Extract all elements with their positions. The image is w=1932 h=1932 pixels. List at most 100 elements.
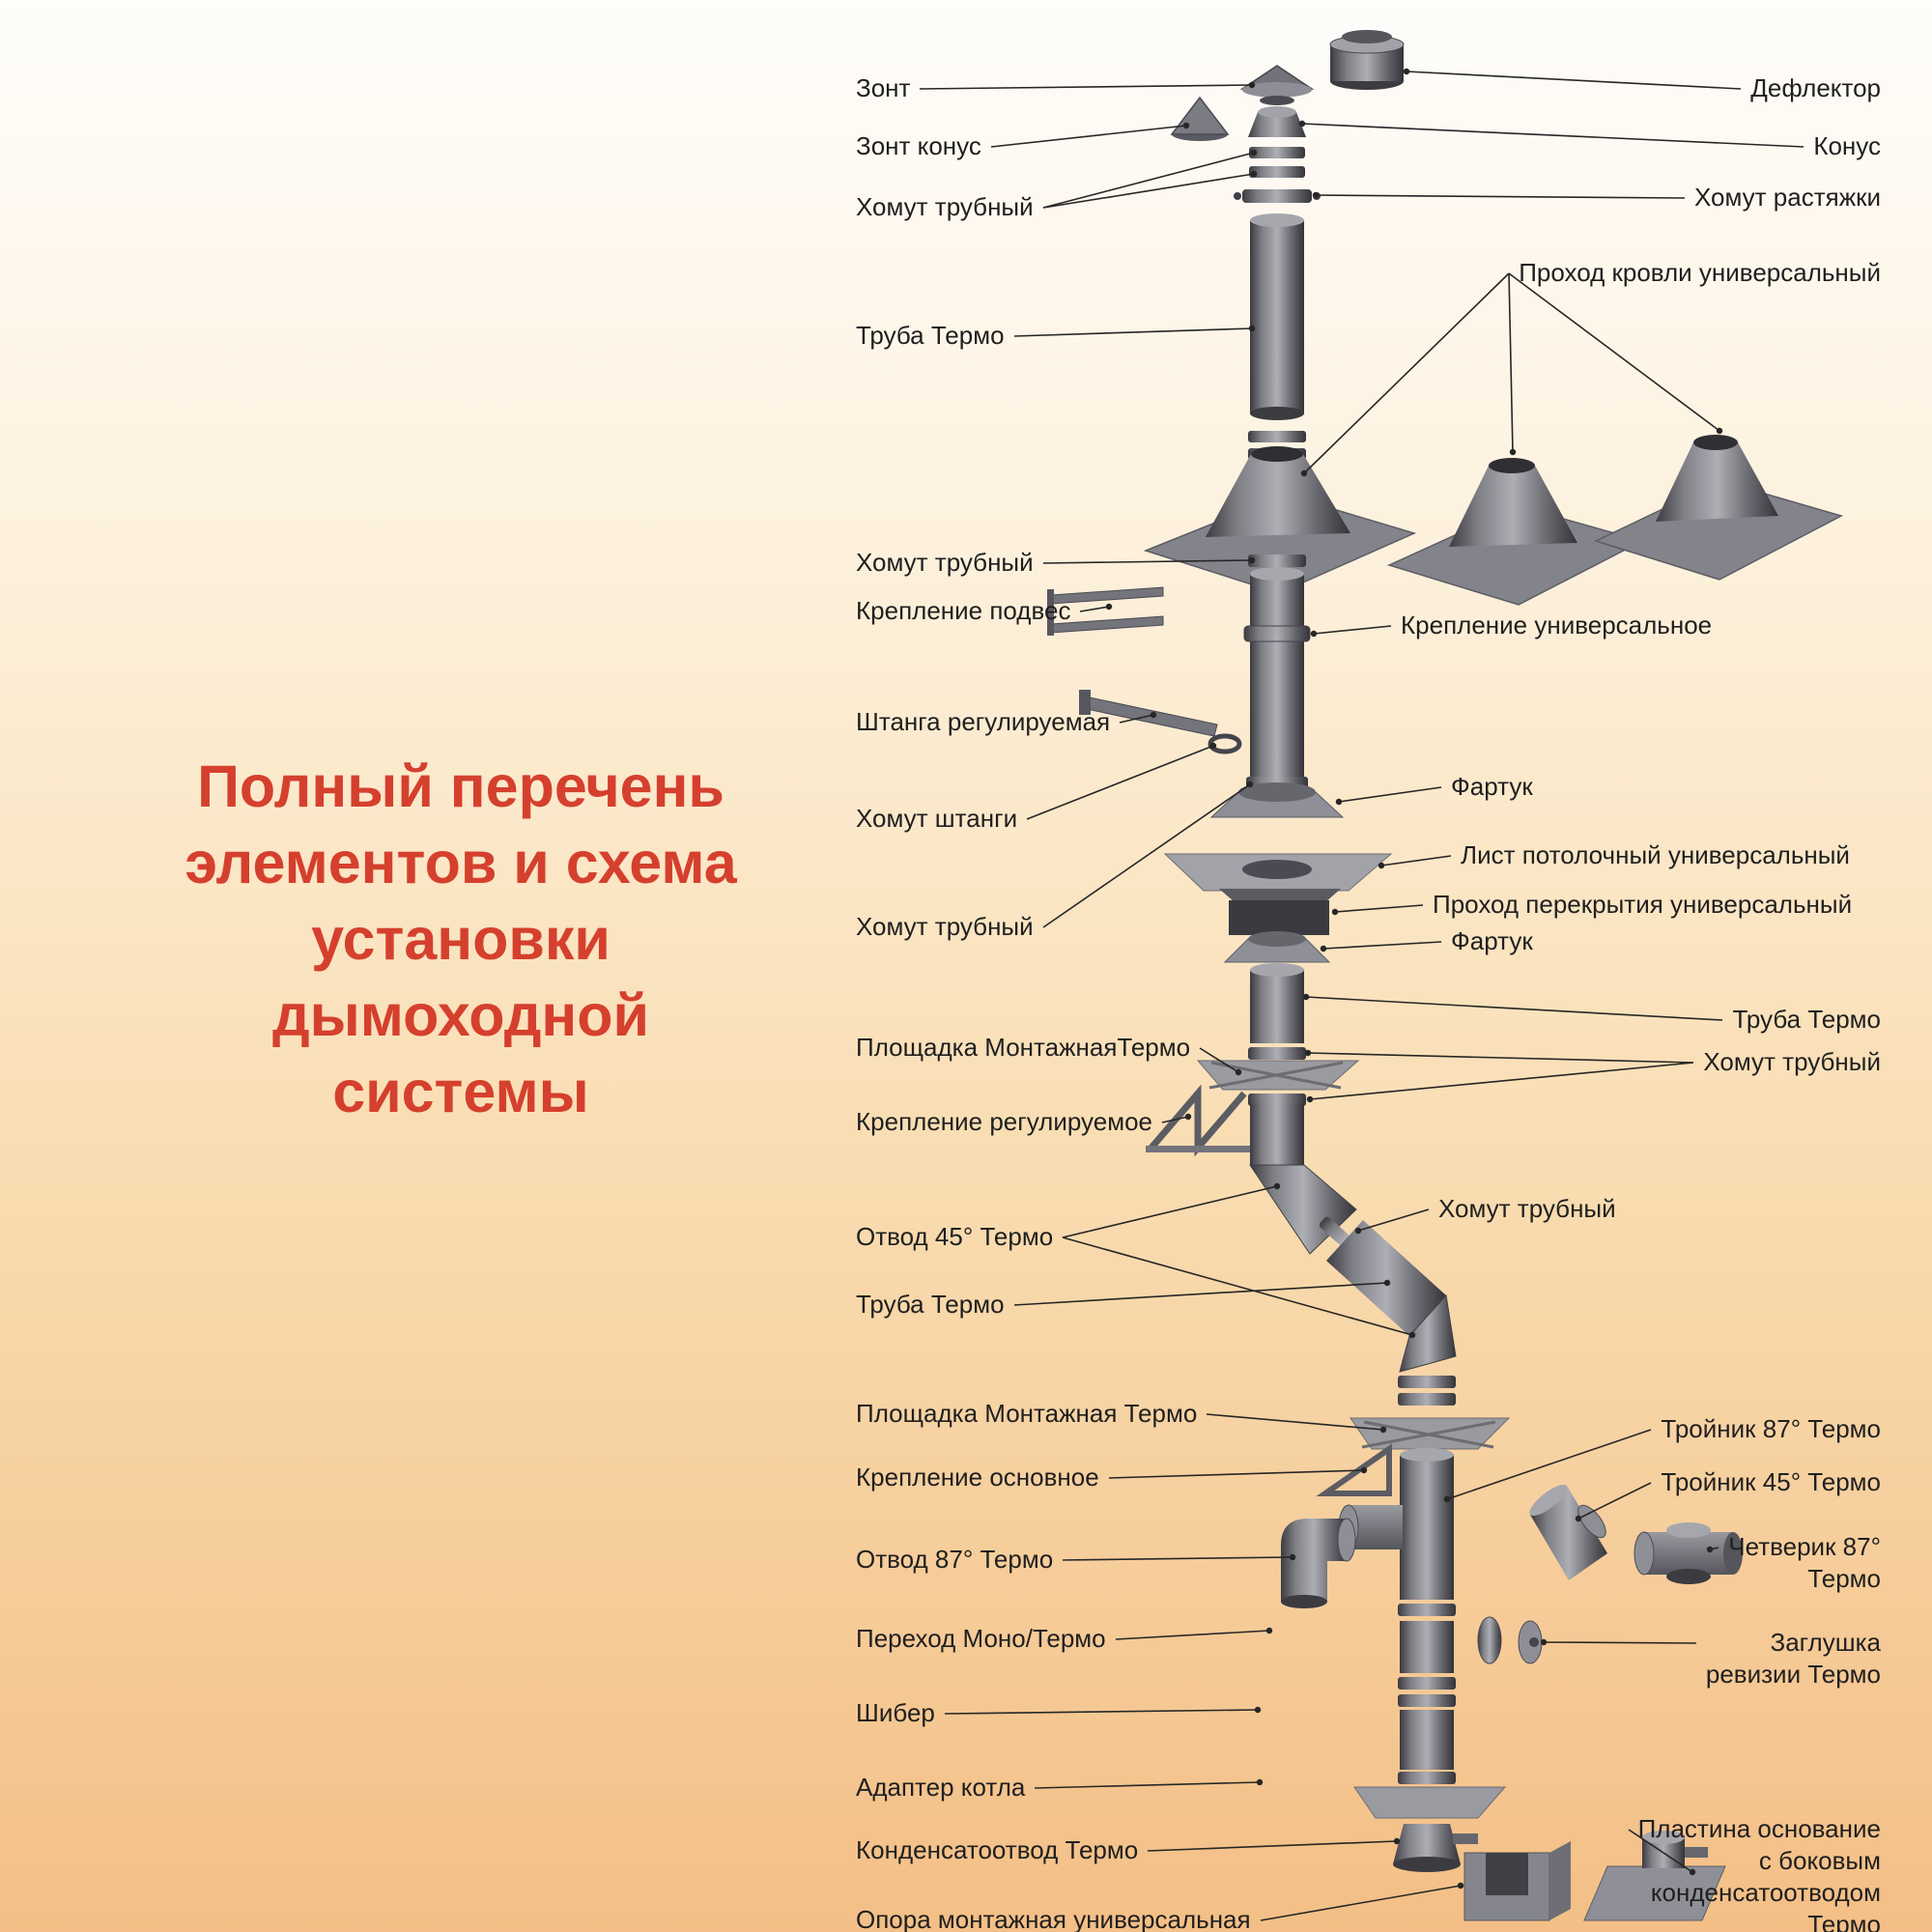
leader-dot <box>1575 1515 1582 1522</box>
diagram-label: Штанга регулируемая <box>856 707 1111 736</box>
leader-dot <box>1105 603 1113 611</box>
leader-dot <box>1354 1227 1362 1235</box>
leader-dot <box>1248 81 1256 89</box>
leader-dot <box>1540 1638 1548 1646</box>
part-truba-sredniaya <box>1243 567 1311 789</box>
part-zont <box>1239 65 1315 105</box>
part-fartuk-2 <box>1223 931 1331 963</box>
leader-line <box>1042 173 1255 209</box>
leader-dot <box>1457 1882 1464 1889</box>
leader-line <box>919 84 1253 90</box>
leader-line <box>1380 855 1452 867</box>
leader-dot <box>1250 170 1258 178</box>
leader-line <box>1301 123 1804 148</box>
leader-dot <box>1509 448 1517 456</box>
part-konus <box>1248 106 1306 137</box>
leader-dot <box>1443 1495 1451 1503</box>
main-title: Полный перечень элементов и схема устано… <box>85 749 837 1130</box>
leader-line <box>1042 152 1255 209</box>
leader-line <box>1307 1052 1694 1064</box>
part-prokhod-krovli-2 <box>1386 458 1645 606</box>
diagram-label: Шибер <box>856 1698 935 1727</box>
leader-line <box>1309 1062 1694 1100</box>
leader-dot <box>1209 742 1217 750</box>
diagram-label: Заглушка ревизии Термо <box>1705 1628 1881 1689</box>
diagram-label: Дефлектор <box>1750 73 1881 102</box>
leader-dot <box>1716 427 1723 435</box>
leader-dot <box>1248 325 1256 332</box>
leader-dot <box>1182 122 1190 129</box>
part-ploshchadka-osnovaniya <box>1353 1786 1507 1819</box>
diagram-label: Хомут растяжки <box>1693 183 1881 212</box>
diagram-label: Отвод 45° Термо <box>856 1222 1054 1251</box>
part-kreplenie-reguliruemoe <box>1146 1084 1250 1157</box>
part-truba-termo-2 <box>1248 963 1306 1060</box>
leader-line <box>1406 71 1742 90</box>
diagram-label: Конденсатоотвод Термо <box>856 1835 1139 1864</box>
part-truba-diagonalnaya <box>1326 1220 1446 1336</box>
diagram-label: Переход Моно/Термо <box>856 1624 1106 1653</box>
diagram-label: Хомут трубный <box>856 548 1034 577</box>
leader-line <box>1357 1208 1430 1232</box>
leader-line <box>1042 783 1251 928</box>
leader-line <box>1062 1185 1278 1238</box>
leader-dot <box>1298 120 1306 128</box>
leader-line <box>1206 1413 1384 1431</box>
leader-dot <box>1383 1279 1391 1287</box>
leader-dot <box>1393 1837 1401 1845</box>
part-truba-nizhnyaya <box>1398 1604 1456 1784</box>
part-otvod-45-nizhny <box>1398 1293 1457 1406</box>
diagram-label: Труба Термо <box>856 1290 1005 1319</box>
leader-line <box>1315 194 1686 199</box>
leader-dot <box>1273 1182 1281 1190</box>
leader-dot <box>1246 781 1254 788</box>
diagram-label: Крепление основное <box>856 1463 1099 1492</box>
leader-line <box>1446 1429 1652 1500</box>
diagram-label: Пластина основание с боковым конденсатоо… <box>1637 1814 1881 1932</box>
diagram-label: Хомут трубный <box>1703 1047 1881 1076</box>
leader-line <box>1322 941 1442 950</box>
diagram-label: Тройник 87° Термо <box>1661 1414 1881 1443</box>
leader-dot <box>1312 191 1320 199</box>
part-zaglushka-revizii <box>1477 1616 1543 1664</box>
part-prokhod-krovli-3 <box>1593 435 1843 581</box>
part-kreplenie-podves <box>1047 586 1164 636</box>
leader-dot <box>1184 1113 1192 1121</box>
part-prokhod-perekrytiya <box>1219 889 1341 935</box>
diagram-label: Отвод 87° Термо <box>856 1545 1054 1574</box>
leader-line <box>1062 1236 1413 1336</box>
title-line: установки <box>311 906 611 972</box>
leader-dot <box>1150 711 1157 719</box>
leader-dot <box>1250 149 1258 156</box>
leader-line <box>1305 996 1723 1021</box>
diagram-label: Крепление регулируемое <box>856 1107 1152 1136</box>
leader-dot <box>1310 630 1318 638</box>
leader-dot <box>1331 908 1339 916</box>
leader-dot <box>1254 1706 1262 1714</box>
diagram-label: Опора монтажная универсальная <box>856 1905 1251 1932</box>
leader-dot <box>1289 1553 1296 1561</box>
leader-dot <box>1706 1546 1714 1553</box>
leader-dot <box>1320 945 1327 952</box>
leader-line <box>1508 272 1514 453</box>
title-line: системы <box>332 1059 589 1124</box>
leader-line <box>1543 1641 1697 1644</box>
part-kondensatootvod <box>1393 1824 1478 1872</box>
leader-line <box>1079 606 1110 612</box>
part-opora-montazhnaya <box>1463 1841 1571 1921</box>
leader-line <box>1042 559 1253 564</box>
diagram-label: Хомут трубный <box>856 192 1034 221</box>
leader-line <box>1313 625 1392 635</box>
leader-line <box>1334 904 1424 913</box>
diagram-label: Труба Термо <box>856 321 1005 350</box>
leader-line <box>1199 1047 1239 1073</box>
diagram-label: Крепление универсальное <box>1401 611 1713 639</box>
leader-line <box>1147 1840 1398 1852</box>
leader-dot <box>1235 1068 1242 1076</box>
leader-line <box>1034 1781 1261 1789</box>
leader-dot <box>1306 1095 1314 1103</box>
leader-line <box>1108 1469 1365 1479</box>
leader-line <box>990 125 1187 148</box>
diagram-label: Труба Термо <box>1732 1005 1881 1034</box>
